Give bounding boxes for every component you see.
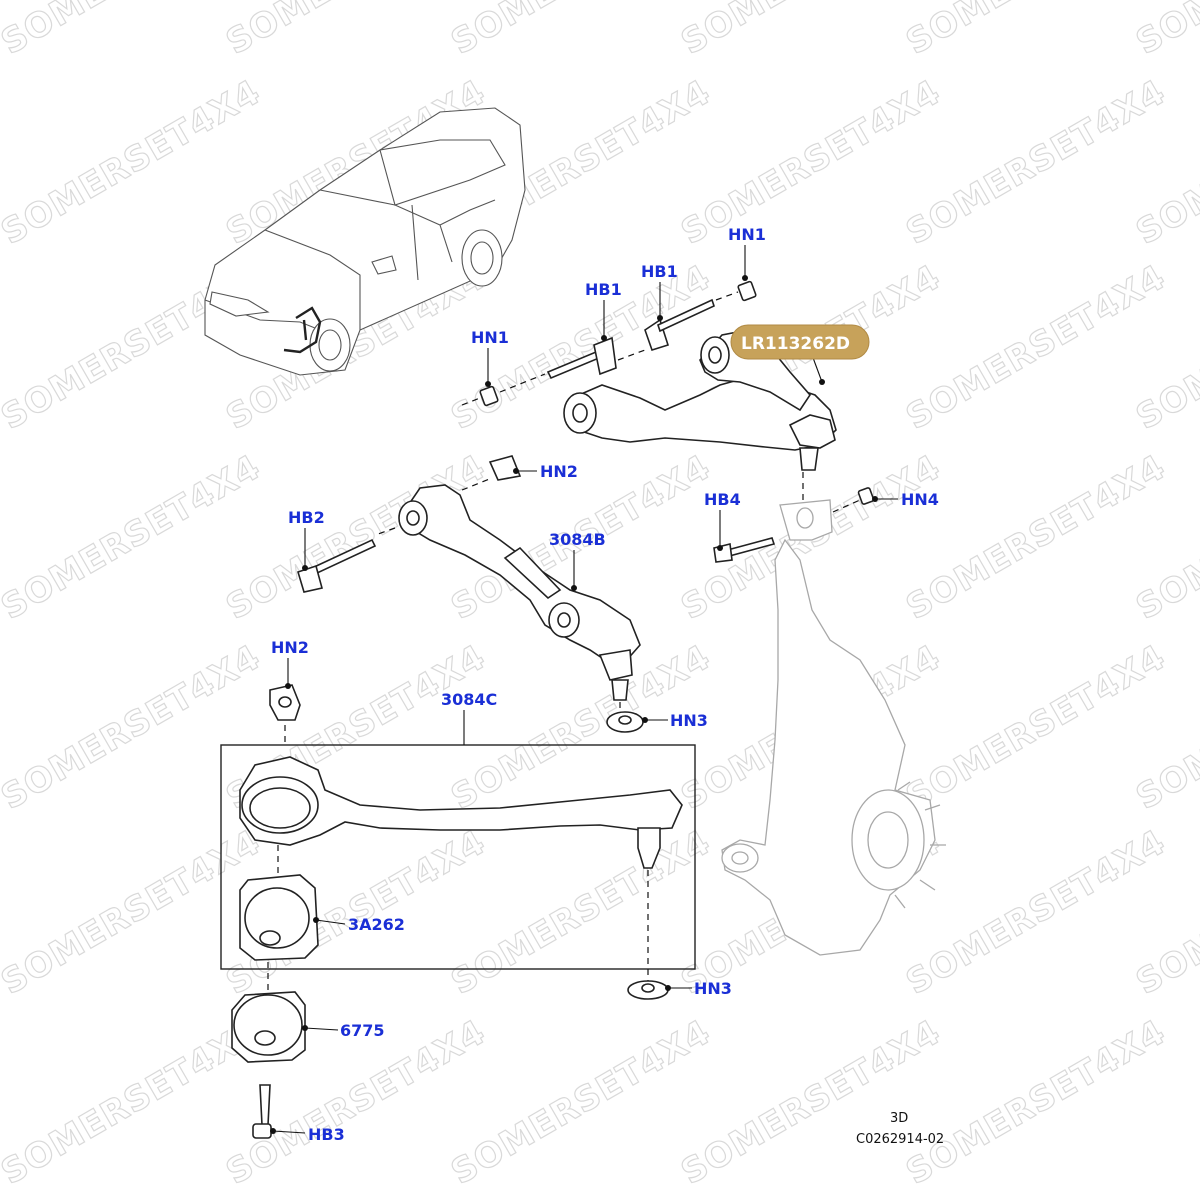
drawing-number: C0262914-02	[856, 1132, 944, 1147]
vehicle-locator-illustration	[204, 107, 526, 376]
callout-hn1-top[interactable]: HN1	[728, 225, 766, 244]
assembly-frame	[220, 744, 696, 970]
callout-hn4[interactable]: HN4	[901, 490, 939, 509]
knuckle-light	[721, 499, 946, 956]
assembly-3084c	[220, 725, 696, 985]
upper-fasteners	[461, 280, 757, 407]
callout-3084b[interactable]: 3084B	[549, 530, 606, 549]
callout-hn3-mid[interactable]: HN3	[670, 711, 708, 730]
callout-hb4[interactable]: HB4	[704, 490, 741, 509]
badge-background	[730, 324, 870, 360]
lower-bushing-parts	[231, 684, 669, 1139]
lower-fasteners	[297, 455, 644, 733]
callout-3084c[interactable]: 3084C	[441, 690, 497, 709]
highlight-part-number: LR113262D	[741, 334, 850, 354]
highlight-part-badge[interactable]: LR113262D	[730, 324, 870, 360]
view-label: 3D	[890, 1111, 908, 1126]
callout-3a262[interactable]: 3A262	[348, 915, 405, 934]
callout-hn3-low[interactable]: HN3	[694, 979, 732, 998]
callout-hb1-top[interactable]: HB1	[641, 262, 678, 281]
knuckle-fasteners	[713, 487, 875, 563]
callout-hn2-low[interactable]: HN2	[271, 638, 309, 657]
drawing-footer: 3D C0262914-02	[856, 1111, 944, 1147]
callout-labels: HN1 HB1 HB1 HN1 HN2 HB2 3084B HB4 HN4 HN…	[271, 225, 939, 1144]
callout-hn1-left[interactable]: HN1	[471, 328, 509, 347]
callout-hb1-mid[interactable]: HB1	[585, 280, 622, 299]
watermark: SOMERSET4X4	[1130, 0, 1200, 63]
upper-control-arm	[563, 329, 837, 505]
callout-hn2-top[interactable]: HN2	[540, 462, 578, 481]
callout-hb2[interactable]: HB2	[288, 508, 325, 527]
callout-hb3[interactable]: HB3	[308, 1125, 345, 1144]
leader-lines	[270, 245, 898, 1134]
lower-arm-3084b	[398, 484, 641, 715]
callout-6775[interactable]: 6775	[340, 1021, 385, 1040]
